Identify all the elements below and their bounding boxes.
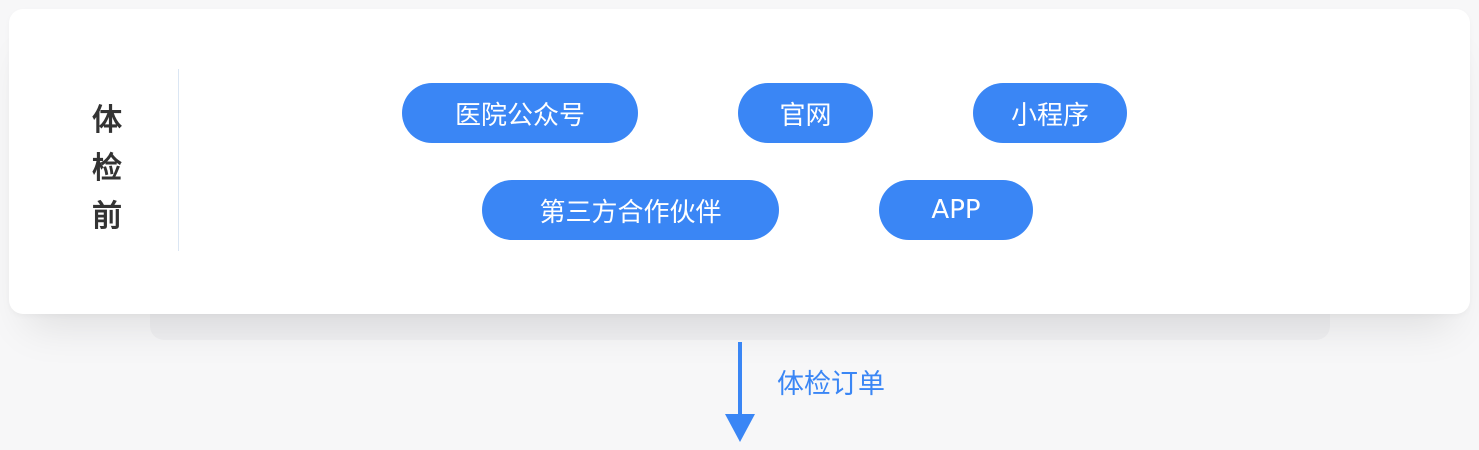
pre-exam-stage-card: 体 检 前 医院公众号 官网 小程序 第三方合作伙伴 APP bbox=[9, 9, 1470, 314]
stage-label-char-2: 检 bbox=[92, 151, 122, 186]
channel-mini-program[interactable]: 小程序 bbox=[973, 83, 1127, 143]
stage-label-char-3: 前 bbox=[92, 199, 122, 234]
flow-down-arrow bbox=[725, 342, 755, 442]
channel-app[interactable]: APP bbox=[879, 180, 1033, 240]
flow-edge-label: 体检订单 bbox=[777, 369, 885, 400]
channel-hospital-wechat[interactable]: 医院公众号 bbox=[402, 83, 638, 143]
stage-divider bbox=[178, 69, 179, 251]
stage-label-char-1: 体 bbox=[92, 103, 122, 138]
channel-official-website[interactable]: 官网 bbox=[738, 83, 873, 143]
channel-third-party-partner[interactable]: 第三方合作伙伴 bbox=[482, 180, 779, 240]
stage-label: 体 检 前 bbox=[81, 97, 133, 241]
